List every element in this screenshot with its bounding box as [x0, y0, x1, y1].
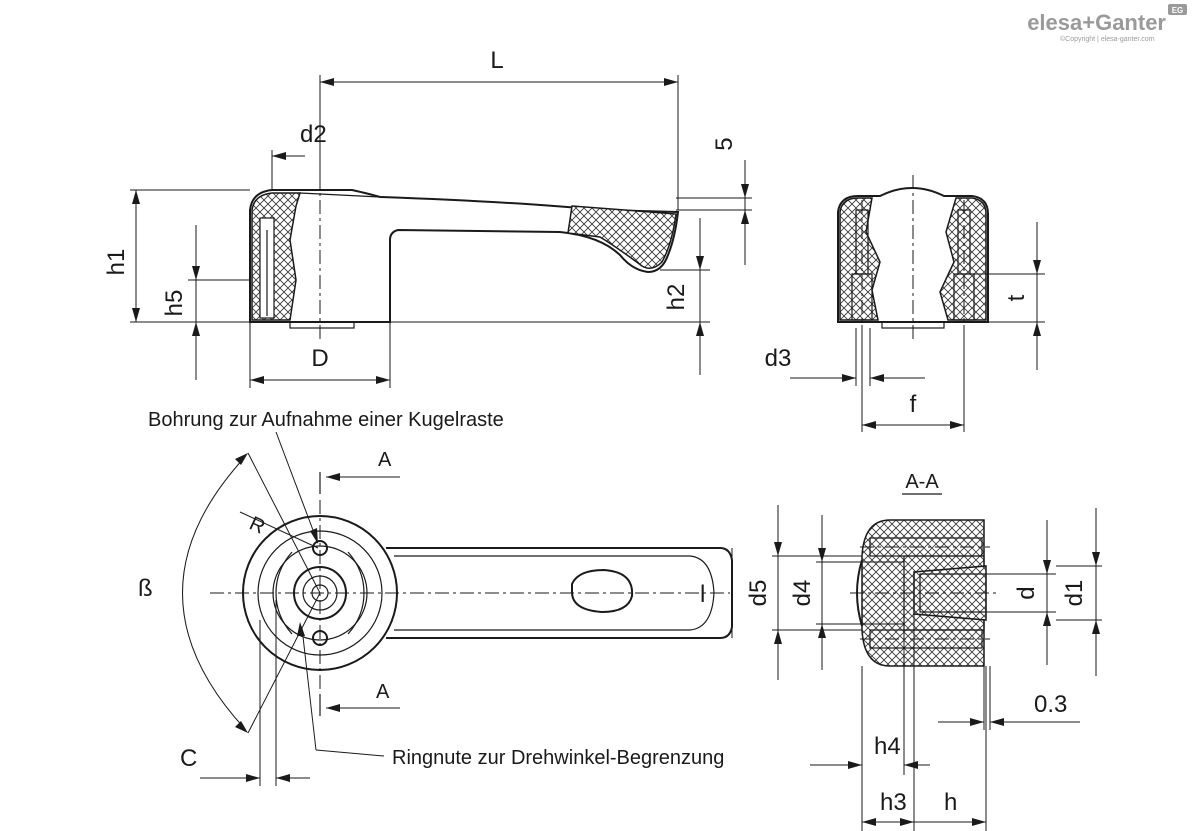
- dim-h3: h3: [880, 789, 907, 816]
- dim-t: t: [1003, 294, 1030, 301]
- dim-5: 5: [711, 137, 738, 150]
- brand-logo: elesa+Ganter EG ©Copyright | elesa-gante…: [1027, 4, 1187, 43]
- section-view-dimensions: d5 d4 d d1 0.3 h4: [745, 505, 1102, 831]
- note-ball-catch-bore: Bohrung zur Aufnahme einer Kugelraste: [148, 409, 504, 431]
- end-view-dimensions: t d3 f: [765, 222, 1045, 432]
- dim-h2: h2: [663, 284, 690, 311]
- side-view-dimensions: L d2 h1 h5 h2 5: [103, 47, 752, 388]
- dim-d4: d4: [789, 580, 816, 607]
- dim-d5: d5: [745, 580, 772, 607]
- logo-text: elesa+Ganter: [1027, 10, 1166, 35]
- dim-D: D: [311, 345, 328, 372]
- dim-0-3: 0.3: [1034, 691, 1067, 718]
- dim-h4: h4: [874, 733, 901, 760]
- section-title: A-A: [905, 471, 939, 493]
- dim-f: f: [910, 391, 917, 418]
- logo-copyright: ©Copyright | elesa-ganter.com: [1060, 35, 1155, 43]
- dim-h: h: [944, 789, 957, 816]
- section-marker-top: A: [378, 449, 392, 471]
- dim-d: d: [1013, 586, 1040, 599]
- dim-h1: h1: [103, 249, 130, 276]
- top-view: [210, 500, 733, 690]
- dim-l: l: [700, 581, 705, 608]
- dim-h5: h5: [161, 290, 188, 317]
- end-view: [837, 175, 989, 340]
- dim-d3: d3: [765, 345, 792, 372]
- dim-d1: d1: [1061, 580, 1088, 607]
- section-view: [850, 519, 1000, 667]
- dim-L: L: [490, 47, 503, 74]
- dim-d2: d2: [300, 121, 327, 148]
- top-view-dimensions: A A ß R l C: [138, 449, 733, 786]
- side-view: [249, 150, 680, 340]
- note-rotation-groove: Ringnute zur Drehwinkel-Begrenzung: [392, 747, 724, 769]
- dim-beta: ß: [138, 575, 153, 602]
- logo-badge: EG: [1172, 6, 1184, 15]
- dim-C: C: [180, 745, 197, 772]
- section-marker-bottom: A: [376, 681, 390, 703]
- logo-badge-icon: [1168, 4, 1187, 15]
